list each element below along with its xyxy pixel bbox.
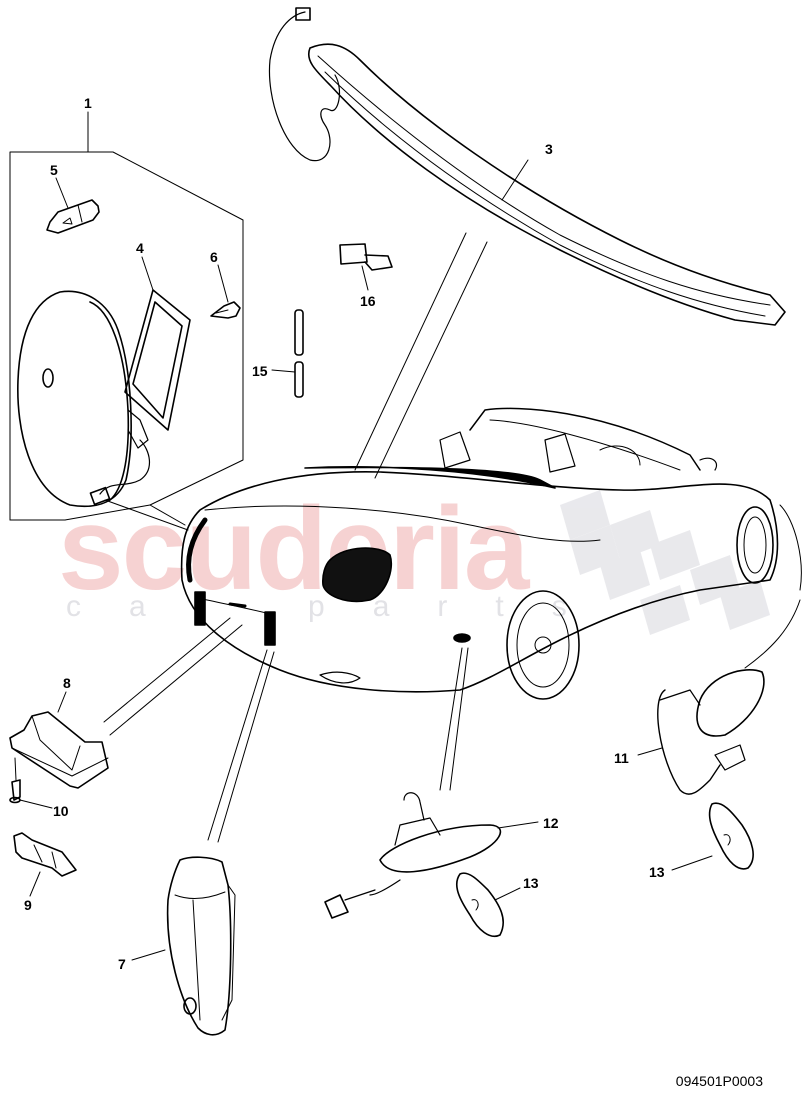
part-1-tail-lamp <box>17 290 150 507</box>
group-1-bracket <box>9 111 244 531</box>
callout-5[interactable]: 5 <box>50 162 58 178</box>
watermark-main: scuderia <box>58 483 529 615</box>
callout-10[interactable]: 10 <box>53 803 69 819</box>
part-10-screw <box>9 757 53 809</box>
callout-8[interactable]: 8 <box>63 675 71 691</box>
car-illustration <box>180 407 802 700</box>
callout-4[interactable]: 4 <box>136 240 144 256</box>
callout-1[interactable]: 1 <box>84 95 92 111</box>
callout-12[interactable]: 12 <box>543 815 559 831</box>
part-15-pins <box>271 309 304 398</box>
part-13-wedge-bulb-a <box>455 872 521 937</box>
watermark-sub: car parts <box>66 590 615 623</box>
callout-6[interactable]: 6 <box>210 249 218 265</box>
part-12-side-marker <box>324 792 539 919</box>
part-9-festoon-bulb <box>13 832 77 897</box>
callout-15[interactable]: 15 <box>252 363 268 379</box>
part-16-clip <box>339 243 393 291</box>
part-11-side-marker-harness <box>637 669 765 795</box>
drawing-number: 094501P0003 <box>675 1073 763 1089</box>
part-3-brake-light-strip <box>268 7 786 326</box>
part-5-bulb <box>46 177 100 234</box>
callout-13-right[interactable]: 13 <box>649 864 665 880</box>
part-6-screw <box>210 264 241 319</box>
callout-3[interactable]: 3 <box>545 141 553 157</box>
callout-9[interactable]: 9 <box>24 897 32 913</box>
part-4-gasket <box>124 256 191 431</box>
part-8-licence-plate-light <box>9 691 109 789</box>
part-7-bumper-light <box>131 856 236 1036</box>
checkered-flag-watermark <box>560 490 770 635</box>
callout-11[interactable]: 11 <box>614 750 629 766</box>
part-13-wedge-bulb-b <box>671 802 754 871</box>
callout-13-center[interactable]: 13 <box>523 875 539 891</box>
callout-7[interactable]: 7 <box>118 956 126 972</box>
callout-16[interactable]: 16 <box>360 293 376 309</box>
